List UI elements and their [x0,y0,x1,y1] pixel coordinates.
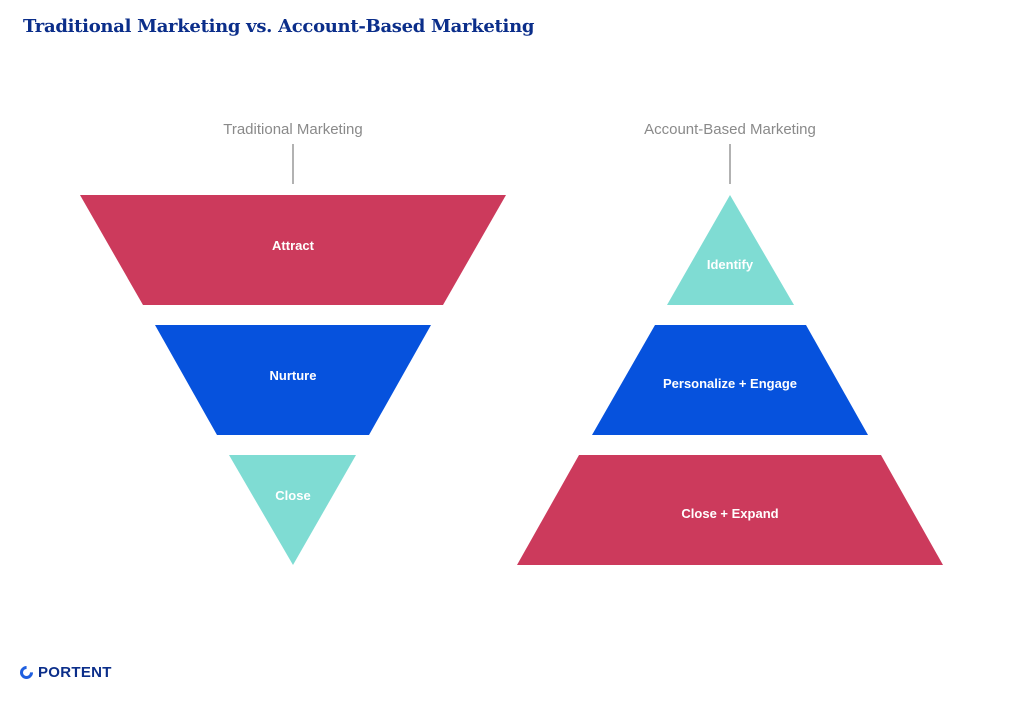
traditional-marketing-column: Traditional Marketing Attract Nurture Cl… [80,121,506,565]
portent-logo: PORTENT [17,663,112,682]
pyramid-stage-close-expand [517,455,943,565]
pyramid-stage-personalize-engage [592,325,868,435]
funnel-stage-attract [80,195,506,305]
account-based-marketing-column: Account-Based Marketing Identify Persona… [517,121,943,565]
pyramid-stage-identify [667,195,794,305]
funnel-stage-attract-label: Attract [272,238,315,253]
pyramid-stage-personalize-engage-label: Personalize + Engage [663,376,797,391]
portent-logo-icon [17,663,36,682]
funnel-stage-nurture [155,325,431,435]
funnel-stage-nurture-label: Nurture [270,368,317,383]
traditional-marketing-heading: Traditional Marketing [223,121,363,138]
portent-logo-text: PORTENT [38,664,112,681]
funnel-stage-close-label: Close [275,488,310,503]
page-title: Traditional Marketing vs. Account-Based … [23,16,535,37]
funnel-stage-close [229,455,356,565]
pyramid-stage-close-expand-label: Close + Expand [681,506,778,521]
pyramid-stage-identify-label: Identify [707,257,754,272]
abm-heading: Account-Based Marketing [644,121,816,138]
